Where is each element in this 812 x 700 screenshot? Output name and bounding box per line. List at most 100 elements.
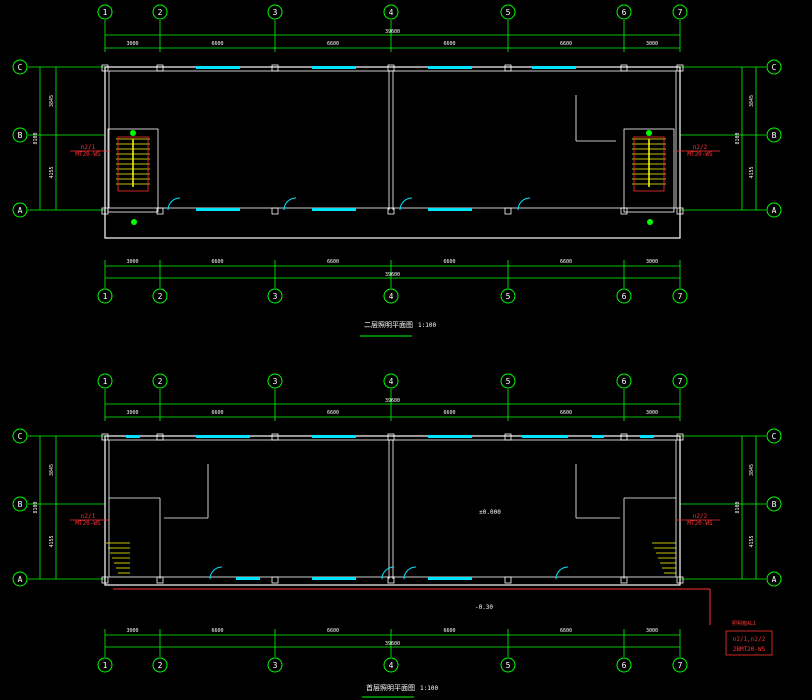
- dim-span-bottom-upper: 3000: [126, 259, 138, 265]
- panel-callout-box-lower: [725, 630, 773, 656]
- column-upper: [387, 64, 395, 72]
- axis-label-bottom-upper: 2: [158, 292, 163, 301]
- window-bottom-lower: [428, 577, 472, 580]
- axis-bubble-bottom-upper: [97, 288, 113, 304]
- door-swing-upper: [517, 197, 531, 211]
- axis-bubble-top-lower: [500, 373, 516, 389]
- dim-total-top-upper: 39600: [385, 29, 400, 35]
- callout-right-cable-upper: MT20-WS: [687, 151, 713, 158]
- building-inner-wall-lower: [108, 439, 677, 578]
- dim-vert-2-lower: 8100: [735, 501, 741, 513]
- dim-span-top-upper: 6600: [560, 41, 572, 47]
- axis-bubble-top-upper: [383, 4, 399, 20]
- column-lower: [676, 433, 684, 441]
- axis-bubble-right-lower: [766, 496, 782, 512]
- door-swing-upper: [399, 197, 413, 211]
- stair-circuit-upper: [633, 136, 665, 192]
- axis-bubble-right-upper: [766, 202, 782, 218]
- mid-level-lower: ±0.000: [479, 509, 501, 516]
- axis-label-top-upper: 2: [158, 8, 163, 17]
- dim-span-top-lower: 6600: [211, 410, 223, 416]
- axis-label-left-lower: C: [18, 432, 23, 441]
- window-top-lower: [126, 435, 140, 438]
- window-top-upper: [312, 66, 356, 69]
- upper-plan-title: 二层照明平面图: [364, 321, 413, 329]
- axis-label-bottom-upper: 3: [273, 292, 278, 301]
- axis-bubble-bottom-lower: [500, 657, 516, 673]
- axis-label-top-lower: 5: [506, 377, 511, 386]
- window-bottom-lower: [236, 577, 260, 580]
- column-upper: [620, 64, 628, 72]
- dim-span-top-lower: 3000: [126, 410, 138, 416]
- axis-bubble-bottom-lower: [383, 657, 399, 673]
- window-top-lower: [522, 435, 568, 438]
- window-bottom-lower: [312, 577, 356, 580]
- axis-label-right-upper: B: [772, 131, 777, 140]
- axis-bubble-bottom-lower: [152, 657, 168, 673]
- axis-label-right-upper: C: [772, 63, 777, 72]
- door-swing-lower: [403, 566, 417, 580]
- dim-vert-2-upper: 8100: [33, 132, 39, 144]
- level-mark-lower: -0.30: [475, 604, 493, 611]
- dim-span-bottom-upper: 6600: [443, 259, 455, 265]
- axis-bubble-top-lower: [672, 373, 688, 389]
- dim-span-top-lower: 6600: [443, 410, 455, 416]
- door-swing-lower: [381, 566, 395, 580]
- dim-vert-3-lower: 4155: [749, 535, 755, 547]
- axis-label-top-upper: 5: [506, 8, 511, 17]
- axis-label-left-lower: A: [18, 575, 23, 584]
- axis-label-bottom-lower: 1: [103, 661, 108, 670]
- axis-bubble-top-upper: [267, 4, 283, 20]
- lower-plan-scale: 1:100: [420, 685, 438, 692]
- window-bottom-upper: [196, 208, 240, 211]
- axis-label-top-upper: 6: [622, 8, 627, 17]
- axis-label-top-lower: 2: [158, 377, 163, 386]
- window-bottom-upper: [428, 208, 472, 211]
- window-top-upper: [196, 66, 240, 69]
- column-upper: [271, 207, 279, 215]
- dim-span-top-upper: 3000: [646, 41, 658, 47]
- callout-right-circuit-lower: n2/2: [693, 513, 708, 520]
- dim-span-bottom-upper: 6600: [327, 259, 339, 265]
- dim-vert-1-lower: 3845: [749, 464, 755, 476]
- dim-span-bottom-lower: 3000: [646, 628, 658, 634]
- axis-bubble-left-lower: [12, 571, 28, 587]
- axis-bubble-bottom-lower: [672, 657, 688, 673]
- axis-label-top-lower: 7: [678, 377, 683, 386]
- stair-light-bottom-upper: [131, 219, 137, 225]
- window-bottom-upper: [312, 208, 356, 211]
- axis-label-left-upper: C: [18, 63, 23, 72]
- axis-label-top-upper: 1: [103, 8, 108, 17]
- axis-label-bottom-lower: 5: [506, 661, 511, 670]
- callout-left-circuit-upper: n2/1: [81, 144, 96, 151]
- callout-right-cable-lower: MT20-WS: [687, 520, 713, 527]
- axis-bubble-top-upper: [152, 4, 168, 20]
- axis-label-top-upper: 3: [273, 8, 278, 17]
- axis-bubble-right-lower: [766, 428, 782, 444]
- dim-span-top-upper: 3000: [126, 41, 138, 47]
- column-upper: [271, 64, 279, 72]
- lower-plan-title: 首层照明平面图: [366, 683, 415, 692]
- dim-span-bottom-lower: 6600: [560, 628, 572, 634]
- column-upper: [504, 64, 512, 72]
- plan-titles: 二层照明平面图 1:100 首层照明平面图 1:100: [360, 321, 438, 698]
- column-lower: [387, 433, 395, 441]
- axis-label-right-lower: C: [772, 432, 777, 441]
- dim-vert-2-upper: 8100: [735, 132, 741, 144]
- axis-label-top-lower: 3: [273, 377, 278, 386]
- dim-vert-1-lower: 3845: [49, 464, 55, 476]
- axis-bubble-top-upper: [672, 4, 688, 20]
- axis-bubble-top-lower: [616, 373, 632, 389]
- column-lower: [504, 576, 512, 584]
- axis-label-left-upper: B: [18, 131, 23, 140]
- dim-total-bottom-lower: 39600: [385, 641, 400, 647]
- axis-bubble-top-upper: [97, 4, 113, 20]
- axis-label-bottom-upper: 5: [506, 292, 511, 301]
- axis-label-bottom-lower: 6: [622, 661, 627, 670]
- callout-right-circuit-upper: n2/2: [693, 144, 708, 151]
- axis-label-bottom-lower: 3: [273, 661, 278, 670]
- window-top-lower: [640, 435, 654, 438]
